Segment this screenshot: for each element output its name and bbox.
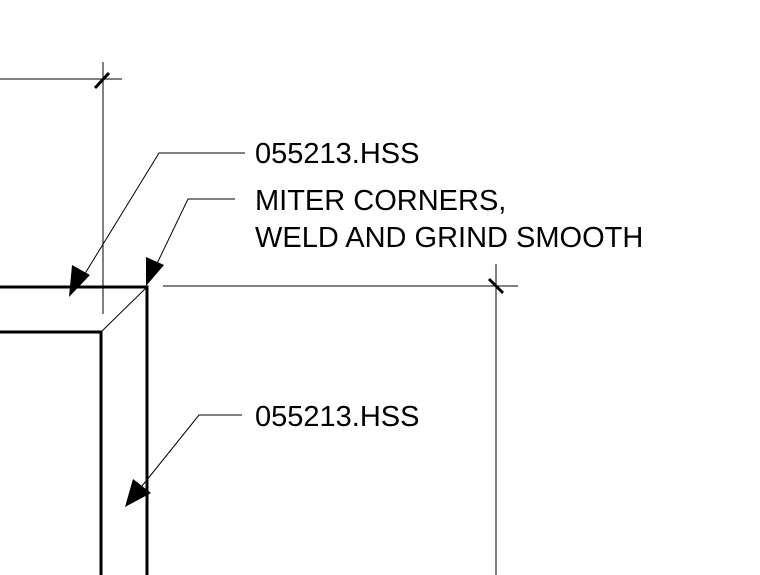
miter-joint-line bbox=[100, 286, 148, 333]
right-dimension bbox=[163, 264, 518, 575]
note-side-hss: 055213.HSS bbox=[255, 401, 419, 433]
note-top-hss: 055213.HSS bbox=[255, 138, 419, 170]
leader-line bbox=[77, 152, 245, 286]
leader-line bbox=[133, 414, 242, 497]
right-dimension-tick-mark bbox=[487, 277, 505, 295]
note-miter-corners-line1: MITER CORNERS, bbox=[255, 185, 506, 217]
leader-line bbox=[151, 198, 235, 275]
hss-inner-edge bbox=[0, 330, 103, 575]
hss-frame bbox=[0, 285, 149, 575]
top-dimension bbox=[0, 62, 122, 314]
hss-outer-edge bbox=[0, 285, 149, 575]
leader-side-hss bbox=[125, 414, 242, 507]
leader-miter-note bbox=[146, 198, 235, 286]
top-dimension-tick-mark bbox=[93, 71, 111, 90]
note-miter-corners-line2: WELD AND GRIND SMOOTH bbox=[255, 222, 643, 254]
leader-arrowhead bbox=[69, 265, 90, 297]
leader-arrowhead bbox=[125, 479, 151, 507]
leader-arrowhead bbox=[146, 257, 164, 286]
leader-top-hss bbox=[69, 152, 245, 297]
